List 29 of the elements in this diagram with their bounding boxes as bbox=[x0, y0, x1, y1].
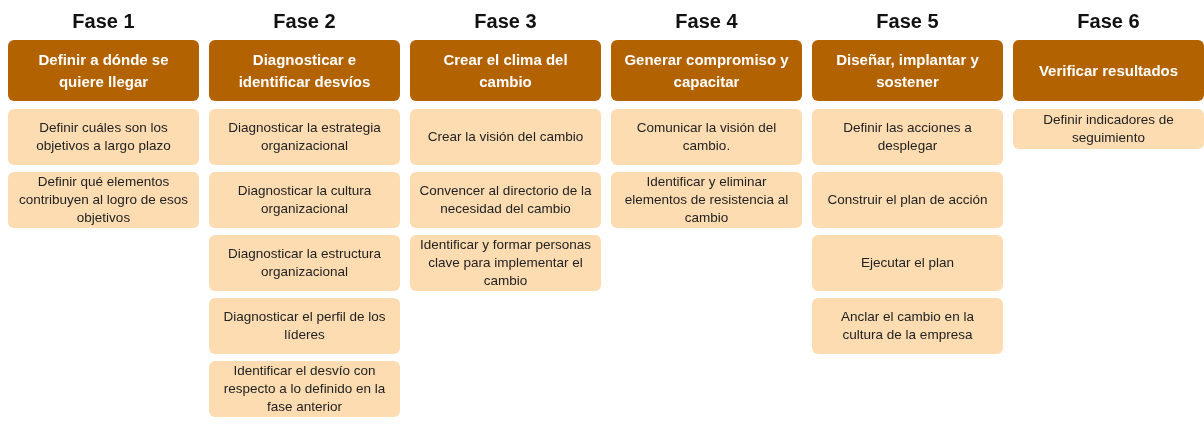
phase-header: Crear el clima del cambio bbox=[410, 40, 601, 101]
phase-title: Fase 2 bbox=[273, 9, 336, 34]
task-box: Crear la visión del cambio bbox=[410, 109, 601, 165]
task-box: Definir cuáles son los objetivos a largo plazo bbox=[8, 109, 199, 165]
phase-title: Fase 5 bbox=[876, 9, 939, 34]
task-box: Comunicar la visión del cambio. bbox=[611, 109, 802, 165]
task-box: Identificar el desvío con respecto a lo definido en la fase anterior bbox=[209, 361, 400, 417]
task-box: Definir indicadores de seguimiento bbox=[1013, 109, 1204, 149]
phase-header: Definir a dónde se quiere llegar bbox=[8, 40, 199, 101]
phase-header: Diseñar, implantar y sostener bbox=[812, 40, 1003, 101]
phase-header: Diagnosticar e identificar desvíos bbox=[209, 40, 400, 101]
phase-title: Fase 6 bbox=[1077, 9, 1140, 34]
task-box: Definir qué elementos contribuyen al logro de esos objetivos bbox=[8, 172, 199, 228]
task-box: Ejecutar el plan bbox=[812, 235, 1003, 291]
task-box: Diagnosticar el perfil de los líderes bbox=[209, 298, 400, 354]
task-box: Anclar el cambio en la cultura de la empresa bbox=[812, 298, 1003, 354]
task-box: Convencer al directorio de la necesidad del cambio bbox=[410, 172, 601, 228]
task-box: Identificar y eliminar elementos de resistencia al cambio bbox=[611, 172, 802, 228]
task-box: Diagnosticar la estrategia organizacional bbox=[209, 109, 400, 165]
phase-header: Generar compromiso y capacitar bbox=[611, 40, 802, 101]
task-box: Identificar y formar personas clave para implementar el cambio bbox=[410, 235, 601, 291]
phase-header: Verificar resultados bbox=[1013, 40, 1204, 101]
phase-title: Fase 3 bbox=[474, 9, 537, 34]
task-box: Definir las acciones a desplegar bbox=[812, 109, 1003, 165]
phase-title: Fase 1 bbox=[72, 9, 135, 34]
task-box: Diagnosticar la estructura organizacional bbox=[209, 235, 400, 291]
phase-title: Fase 4 bbox=[675, 9, 738, 34]
task-box: Diagnosticar la cultura organizacional bbox=[209, 172, 400, 228]
task-box: Construir el plan de acción bbox=[812, 172, 1003, 228]
